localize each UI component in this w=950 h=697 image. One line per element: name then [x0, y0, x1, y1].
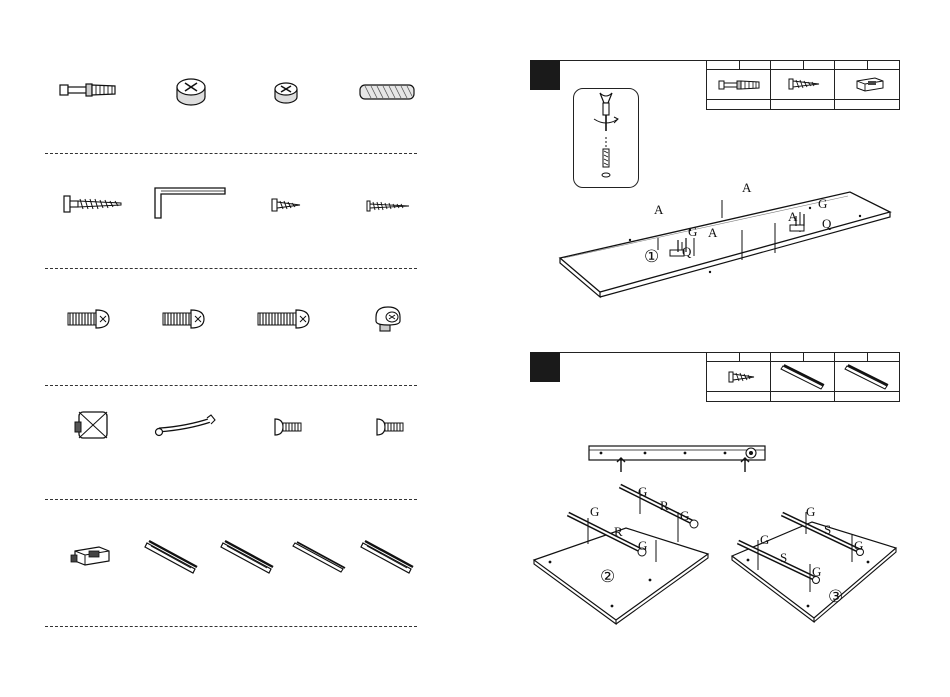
step-one-hardware-table [706, 60, 900, 110]
label-g: G [760, 532, 769, 547]
hardware-row-3 [45, 285, 417, 395]
machine-screw-icon [65, 307, 111, 331]
step-one-labels: A A A A G G Q Q ① [610, 246, 870, 316]
handle-icon [153, 412, 217, 440]
label-g: G [854, 538, 863, 553]
label-r: R [614, 524, 623, 539]
wooden-dowel-icon [357, 81, 417, 103]
hardware-table-footer-rule [707, 391, 771, 392]
hardware-row-2 [45, 170, 417, 280]
short-screw-icon [270, 196, 304, 214]
section-divider [45, 385, 417, 386]
section-divider [45, 626, 417, 627]
drawer-side-panel-left-labels: G G G G R R ② [530, 482, 720, 627]
hardware-row-1 [45, 55, 417, 165]
hardware-table-header-rule [707, 69, 899, 70]
damper-icon [853, 75, 887, 95]
step-two: G G G G R R ② G G G G S [530, 352, 900, 652]
label-q: Q [682, 244, 692, 259]
cam-lock-small-icon [271, 77, 301, 107]
section-divider [45, 268, 417, 269]
label-g: G [688, 224, 697, 239]
drawer-damper-icon [69, 541, 113, 571]
label-g: G [638, 484, 647, 499]
label-r: R [660, 498, 669, 513]
step-two-hardware-table [706, 352, 900, 402]
hardware-table-tick [803, 61, 804, 69]
screwdriver-inset [573, 88, 639, 188]
section-divider [45, 153, 417, 154]
step-one-badge [530, 60, 560, 90]
machine-screw-long-icon [255, 307, 311, 331]
knob-icon [73, 408, 111, 444]
allen-key-icon [149, 184, 229, 224]
drawer-slide-icon [843, 362, 891, 392]
label-g: G [806, 504, 815, 519]
hardware-table-tick [739, 353, 740, 361]
right-page: A A A A G G Q Q ① [475, 0, 950, 697]
label-g: G [812, 564, 821, 579]
slide-rail-detail [585, 440, 775, 476]
label-g: G [818, 196, 827, 211]
label-a: A [654, 202, 664, 217]
drawer-slide-icon [219, 537, 275, 577]
left-page [0, 0, 475, 697]
hardware-table-tick [739, 61, 740, 69]
hardware-table-footer-rule [707, 99, 899, 100]
connector-nut-icon [370, 303, 406, 335]
label-a: A [788, 209, 798, 224]
hardware-row-5 [45, 515, 417, 625]
label-a: A [742, 180, 752, 195]
label-g: G [638, 538, 647, 553]
machine-screw-icon [160, 307, 206, 331]
panel-number: ① [644, 247, 659, 267]
drawer-slide-icon [779, 362, 827, 392]
label-g: G [680, 508, 689, 523]
screwdriver-icon [574, 89, 638, 187]
hardware-table-tick [803, 353, 804, 361]
hardware-row-4 [45, 400, 417, 510]
thin-screw-icon [365, 198, 411, 214]
step-one: A A A A G G Q Q ① [530, 60, 900, 300]
label-a: A [708, 225, 718, 240]
label-q: Q [822, 216, 832, 231]
long-screw-icon [61, 192, 125, 218]
cam-bolt-icon [57, 75, 119, 105]
hardware-table-tick [867, 61, 868, 69]
drawer-slide-icon [291, 537, 347, 577]
label-s: S [780, 550, 787, 565]
short-bolt-icon [375, 416, 407, 438]
section-divider [45, 499, 417, 500]
hardware-table-tick [867, 353, 868, 361]
panel-left-number: ② [600, 567, 615, 587]
cam-bolt-icon [717, 75, 763, 95]
screw-icon [787, 76, 823, 94]
panel-right-number: ③ [828, 587, 843, 607]
short-bolt-icon [273, 416, 305, 438]
drawer-side-panel-right-labels: G G G G S S ③ [728, 482, 908, 627]
short-screw-icon [727, 369, 757, 385]
drawer-slide-icon [143, 537, 199, 577]
cam-lock-large-icon [173, 73, 209, 109]
label-s: S [824, 522, 831, 537]
drawer-slide-icon [359, 537, 415, 577]
step-two-badge [530, 352, 560, 382]
label-g: G [590, 504, 599, 519]
